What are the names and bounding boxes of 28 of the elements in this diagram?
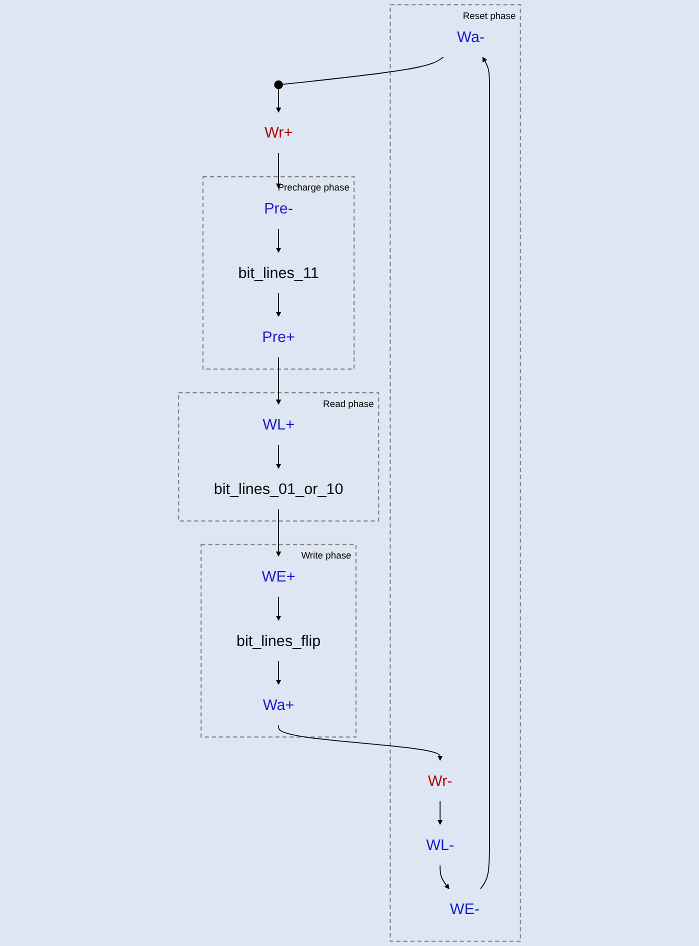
node-text: Pre+ [262,328,295,346]
node-text: Wa- [457,28,485,46]
arrow [276,152,282,189]
node-text: Wr+ [264,124,293,142]
node-text: Wr- [428,772,452,790]
node-text: Pre- [264,200,294,218]
arrow [440,864,450,890]
arrow [276,356,282,405]
node-circle [274,80,283,90]
node-text: bit_lines_11 [238,264,319,282]
arrow [438,800,443,825]
arrow [276,660,282,685]
node-text: WL+ [262,416,295,434]
arrow [276,508,282,557]
connector [282,56,444,85]
node-text: WE+ [262,567,296,586]
arrow [480,56,490,890]
arrow [276,292,282,317]
arrow [276,88,282,113]
node-text: bit_lines_flip [236,632,321,650]
node-text: WL- [426,836,454,854]
node-text: bit_lines_01_or_10 [214,480,344,498]
node-text: Wa+ [262,696,294,714]
arrow [276,596,282,621]
node-text: WE- [450,900,480,918]
arrow [276,444,282,469]
arrow [278,724,443,761]
arrow [276,228,282,253]
